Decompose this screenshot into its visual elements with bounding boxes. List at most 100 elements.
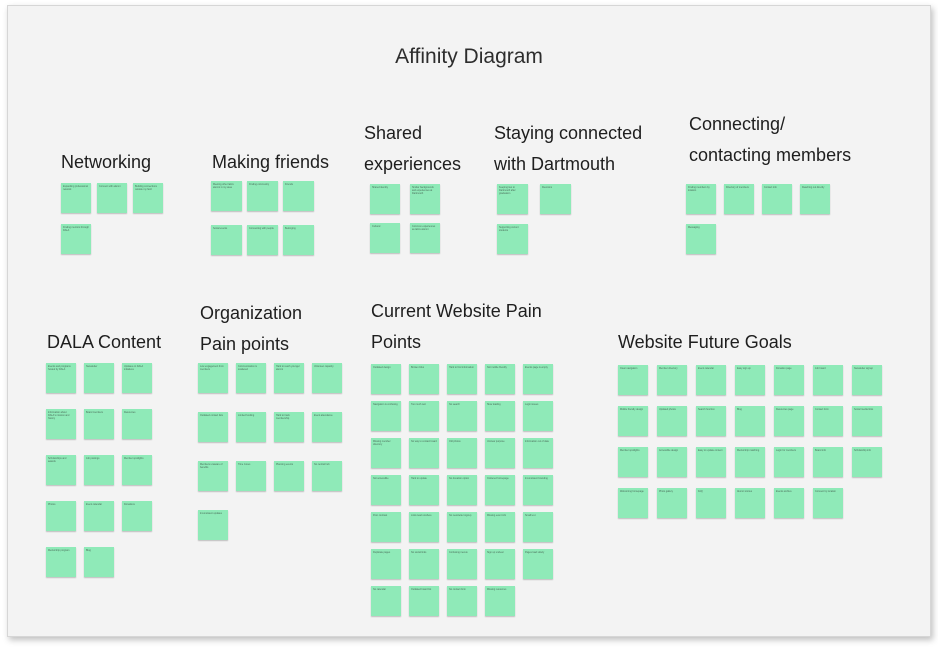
sticky-note[interactable]: Not mobile friendly: [485, 364, 515, 394]
sticky-note[interactable]: Accessible design: [657, 447, 687, 477]
sticky-note[interactable]: Finding community: [247, 181, 278, 211]
sticky-note[interactable]: Poor contrast: [371, 512, 401, 542]
sticky-note[interactable]: Friends: [283, 181, 314, 211]
sticky-note[interactable]: Contact form: [813, 406, 843, 436]
sticky-note[interactable]: Reunions: [540, 184, 571, 214]
sticky-note[interactable]: Duplicate pages: [371, 549, 401, 579]
sticky-note[interactable]: Resources: [122, 409, 152, 439]
sticky-note[interactable]: Outdated design: [371, 364, 401, 394]
sticky-note[interactable]: Connect by location: [813, 488, 843, 518]
sticky-note[interactable]: Inconsistent updates: [198, 510, 228, 540]
sticky-note[interactable]: Old photos: [447, 438, 477, 468]
sticky-note[interactable]: Mentorship program: [46, 547, 76, 577]
sticky-note[interactable]: Outdated contact lists: [198, 412, 228, 442]
sticky-note[interactable]: Updates on DALA initiatives: [122, 363, 152, 393]
sticky-note[interactable]: Limited funding: [236, 412, 266, 442]
sticky-note[interactable]: No calendar: [371, 586, 401, 616]
sticky-note[interactable]: No social links: [409, 549, 439, 579]
sticky-note[interactable]: Members unaware of benefits: [198, 461, 228, 491]
sticky-note[interactable]: Donations: [122, 501, 152, 531]
sticky-note[interactable]: Similar backgrounds and experiences at D…: [410, 184, 440, 214]
sticky-note[interactable]: Scholarship info: [852, 447, 882, 477]
sticky-note[interactable]: Social media links: [852, 406, 882, 436]
sticky-note[interactable]: Missing event info: [485, 512, 515, 542]
sticky-note[interactable]: Finding members by location: [686, 184, 716, 214]
sticky-note[interactable]: Unclear purpose: [485, 438, 515, 468]
sticky-note[interactable]: Missing member directory: [371, 438, 401, 468]
sticky-note[interactable]: Photo gallery: [657, 488, 687, 518]
sticky-note[interactable]: Common experiences as latinx alumni: [410, 223, 440, 253]
sticky-note[interactable]: Cultural: [370, 223, 400, 253]
sticky-note[interactable]: No contact form: [447, 586, 477, 616]
sticky-note[interactable]: Easy to update content: [696, 447, 726, 477]
sticky-note[interactable]: Cluttered homepage: [485, 475, 515, 505]
sticky-note[interactable]: Time zones: [236, 461, 266, 491]
sticky-note[interactable]: No newsletter signup: [447, 512, 477, 542]
sticky-note[interactable]: Mentorship matching: [735, 447, 765, 477]
sticky-note[interactable]: Low engagement from members: [198, 363, 228, 393]
sticky-note[interactable]: Sign up unclear: [485, 549, 515, 579]
sticky-note[interactable]: Hard to update: [409, 475, 439, 505]
sticky-note[interactable]: Outdated board list: [409, 586, 439, 616]
sticky-note[interactable]: Updated photos: [657, 406, 687, 436]
sticky-note[interactable]: Blog: [84, 547, 114, 577]
sticky-note[interactable]: Newsletter signup: [852, 365, 882, 395]
sticky-note[interactable]: Events archive: [774, 488, 804, 518]
sticky-note[interactable]: Events and programs hosted by DALA: [46, 363, 76, 393]
sticky-note[interactable]: Information out of date: [523, 438, 553, 468]
sticky-note[interactable]: Too much text: [409, 401, 439, 431]
sticky-note[interactable]: Hard to find information: [447, 364, 477, 394]
sticky-note[interactable]: Search function: [696, 406, 726, 436]
sticky-note[interactable]: Login issues: [523, 401, 553, 431]
sticky-note[interactable]: Welcoming homepage: [618, 488, 648, 518]
sticky-note[interactable]: Broken links: [409, 364, 439, 394]
sticky-note[interactable]: Connecting with people: [247, 225, 278, 255]
sticky-note[interactable]: Reaching out directly: [800, 184, 830, 214]
sticky-note[interactable]: No way to contact board: [409, 438, 439, 468]
sticky-note[interactable]: Keeping ties to Dartmouth after graduati…: [497, 184, 528, 214]
sticky-note[interactable]: Missing resources: [485, 586, 515, 616]
sticky-note[interactable]: Confusing menus: [447, 549, 477, 579]
sticky-note[interactable]: Expanding professional network: [61, 183, 91, 213]
sticky-note[interactable]: Event calendar: [84, 501, 114, 531]
sticky-note[interactable]: Supporting current students: [497, 224, 528, 254]
sticky-note[interactable]: Event calendar: [696, 365, 726, 395]
sticky-note[interactable]: Inconsistent branding: [523, 475, 553, 505]
sticky-note[interactable]: Donation page: [774, 365, 804, 395]
sticky-note[interactable]: Resources page: [774, 406, 804, 436]
sticky-note[interactable]: Meeting other latinx alumni in my area: [211, 181, 242, 211]
sticky-note[interactable]: Hard to reach younger alumni: [274, 363, 304, 393]
sticky-note[interactable]: Login for members: [774, 447, 804, 477]
sticky-note[interactable]: Planning events: [274, 461, 304, 491]
sticky-note[interactable]: Job postings: [84, 455, 114, 485]
sticky-note[interactable]: Contact info: [762, 184, 792, 214]
sticky-note[interactable]: Clear navigation: [618, 365, 648, 395]
sticky-note[interactable]: Blog: [735, 406, 765, 436]
sticky-note[interactable]: Directory of members: [724, 184, 754, 214]
sticky-note[interactable]: Pages load slowly: [523, 549, 553, 579]
sticky-note[interactable]: Connect with alumni: [97, 183, 127, 213]
sticky-note[interactable]: Scholarships and awards: [46, 455, 76, 485]
sticky-note[interactable]: No search: [447, 401, 477, 431]
sticky-note[interactable]: Building connections outside my field: [133, 183, 163, 213]
sticky-note[interactable]: Communication is scattered: [236, 363, 266, 393]
sticky-note[interactable]: Not accessible: [371, 475, 401, 505]
sticky-note[interactable]: Slow loading: [485, 401, 515, 431]
sticky-note[interactable]: Links lead nowhere: [409, 512, 439, 542]
sticky-note[interactable]: Member spotlights: [618, 447, 648, 477]
sticky-note[interactable]: Board members: [84, 409, 114, 439]
sticky-note[interactable]: Event attendance: [312, 412, 342, 442]
sticky-note[interactable]: Board info: [813, 447, 843, 477]
sticky-note[interactable]: Navigation is confusing: [371, 401, 401, 431]
sticky-note[interactable]: Small text: [523, 512, 553, 542]
sticky-note[interactable]: Member directory: [657, 365, 687, 395]
sticky-note[interactable]: Newsletter: [84, 363, 114, 393]
sticky-note[interactable]: Volunteer capacity: [312, 363, 342, 393]
sticky-note[interactable]: Events page is empty: [523, 364, 553, 394]
sticky-note[interactable]: Job board: [813, 365, 843, 395]
sticky-note[interactable]: Belonging: [283, 225, 314, 255]
sticky-note[interactable]: Alumni stories: [735, 488, 765, 518]
sticky-note[interactable]: Social events: [211, 225, 242, 255]
sticky-note[interactable]: No donation option: [447, 475, 477, 505]
sticky-note[interactable]: Messaging: [686, 224, 716, 254]
